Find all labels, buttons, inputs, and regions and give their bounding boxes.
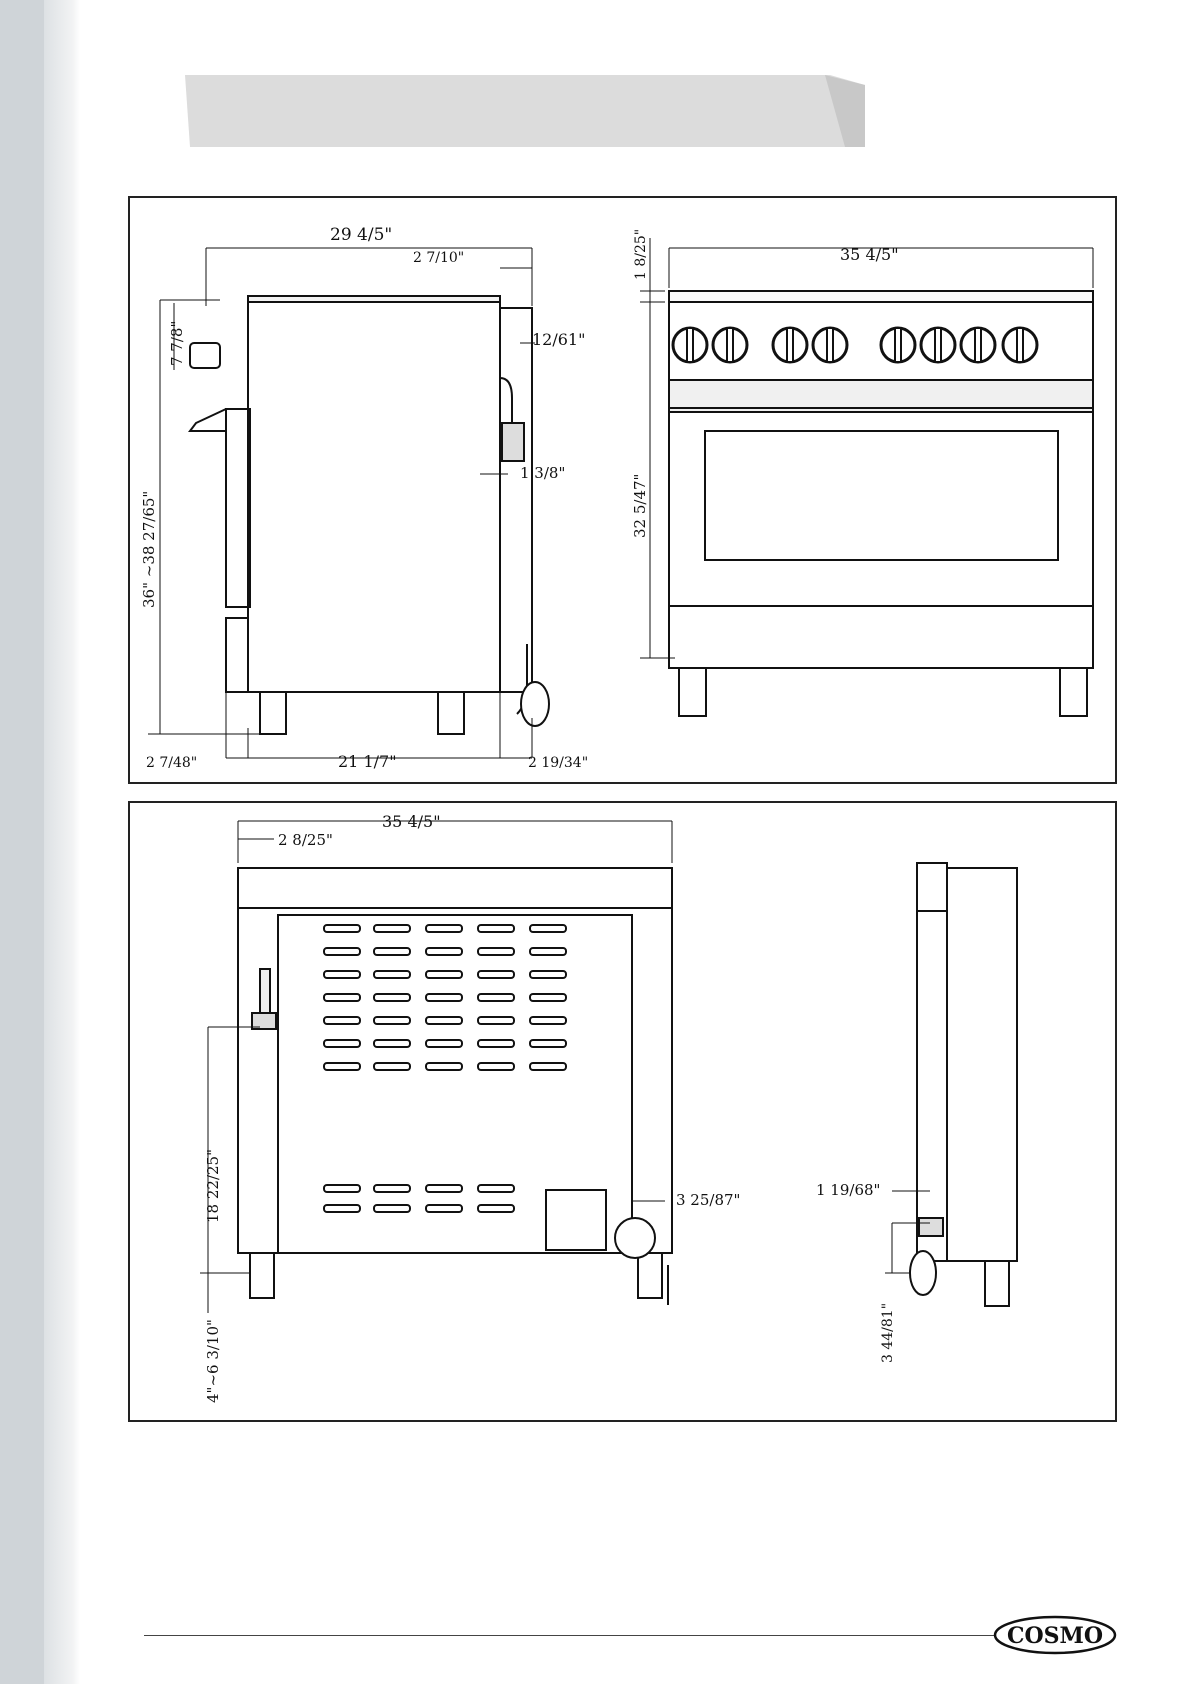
- vent-slot: [426, 1040, 462, 1047]
- vent-slot: [426, 948, 462, 955]
- vent-slot: [324, 1063, 360, 1070]
- svg-text:COSMO: COSMO: [1007, 1623, 1103, 1649]
- vent-slot: [478, 1040, 514, 1047]
- knob-grip: [687, 328, 693, 362]
- dim-rear-width: 35 4/5": [382, 812, 441, 831]
- dim-body-depth: 21 1/7": [338, 752, 397, 771]
- dim-front-width: 35 4/5": [840, 245, 899, 264]
- footer-rule: [144, 1635, 996, 1636]
- vent-slot: [426, 994, 462, 1001]
- side-body-outline: [248, 300, 500, 692]
- vent-slot: [324, 1205, 360, 1212]
- front-knob-group: [673, 328, 1037, 362]
- profile-view: [885, 863, 1017, 1306]
- knob-grip: [895, 328, 901, 362]
- vent-slot: [324, 1185, 360, 1192]
- vent-slot: [530, 1017, 566, 1024]
- knob-grip: [1017, 328, 1023, 362]
- vent-slot: [426, 1063, 462, 1070]
- vent-slot: [478, 1017, 514, 1024]
- dim-front-offset: 2 7/48": [146, 755, 197, 771]
- vent-slot: [530, 948, 566, 955]
- decorative-side-band: [0, 0, 80, 1684]
- dim-plug-gap: 1 19/68": [816, 1181, 880, 1199]
- vent-slot: [374, 1205, 410, 1212]
- dim-gas-offset: 2 8/25": [278, 831, 333, 849]
- vent-slot: [426, 1017, 462, 1024]
- vent-slot: [374, 948, 410, 955]
- knob-grip: [935, 328, 941, 362]
- vent-slot: [324, 994, 360, 1001]
- vent-slot: [478, 925, 514, 932]
- dim-top-height: 1 8/25": [633, 229, 649, 280]
- vent-slot: [426, 971, 462, 978]
- vent-slot: [478, 1063, 514, 1070]
- front-view: [640, 238, 1093, 716]
- vent-slot: [374, 971, 410, 978]
- vent-slot: [324, 1040, 360, 1047]
- cosmo-logo: COSMO: [993, 1615, 1117, 1655]
- vent-slot: [426, 1185, 462, 1192]
- dim-plug-offset: 3 25/87": [676, 1191, 740, 1209]
- rear-panel: [278, 915, 632, 1253]
- rear-vent-group: [324, 925, 566, 1212]
- knob-grip: [787, 328, 793, 362]
- dim-top-offset: 2 7/10": [413, 250, 464, 266]
- vent-slot: [478, 948, 514, 955]
- vent-slot: [478, 994, 514, 1001]
- vent-slot: [530, 971, 566, 978]
- rear-and-profile-view-panel: 35 4/5" 2 8/25" 3 25/87" 18 22/25" 4"~6 …: [128, 801, 1117, 1422]
- rear-leg-left: [250, 1253, 274, 1298]
- dim-knob-height: 7 7/8": [168, 321, 186, 366]
- vent-slot: [374, 1040, 410, 1047]
- front-leg-left: [679, 668, 706, 716]
- dim-rear-offset: 2 19/34": [528, 755, 588, 771]
- vent-slot: [530, 994, 566, 1001]
- vent-slot: [374, 994, 410, 1001]
- dim-plug-height: 3 44/81": [880, 1303, 896, 1363]
- dim-leg-height: 4"~6 3/10": [204, 1319, 222, 1403]
- vent-slot: [324, 971, 360, 978]
- front-oven-window: [705, 431, 1058, 560]
- dim-oven-height: 32 5/47": [631, 474, 649, 538]
- vent-slot: [530, 1040, 566, 1047]
- front-leg-right: [1060, 668, 1087, 716]
- side-and-front-view-panel: 29 4/5" 2 7/10" 12/61" 1 3/8" 2 7/48" 21…: [128, 196, 1117, 784]
- vent-slot: [478, 1185, 514, 1192]
- knob-grip: [975, 328, 981, 362]
- knob-grip: [727, 328, 733, 362]
- dim-overall-depth: 29 4/5": [330, 225, 392, 245]
- vent-slot: [530, 1063, 566, 1070]
- side-leg-front: [260, 692, 286, 734]
- vent-slot: [426, 1205, 462, 1212]
- rear-top-bar: [238, 868, 672, 908]
- side-leg-rear: [438, 692, 464, 734]
- dim-rear-gap: 1 3/8": [520, 464, 565, 482]
- vent-slot: [374, 925, 410, 932]
- vent-slot: [374, 1017, 410, 1024]
- header-bar: [185, 75, 865, 147]
- vent-slot: [374, 1063, 410, 1070]
- vent-slot: [324, 1017, 360, 1024]
- vent-slot: [478, 971, 514, 978]
- vent-slot: [324, 925, 360, 932]
- knob-grip: [827, 328, 833, 362]
- vent-slot: [324, 948, 360, 955]
- vent-slot: [426, 925, 462, 932]
- vent-slot: [530, 925, 566, 932]
- vent-slot: [374, 1185, 410, 1192]
- dim-pipe-offset: 12/61": [532, 330, 585, 349]
- dim-gas-height: 18 22/25": [204, 1149, 222, 1223]
- side-front-drawing: 29 4/5" 2 7/10" 12/61" 1 3/8" 2 7/48" 21…: [130, 198, 1115, 782]
- rear-leg-right: [638, 1253, 662, 1298]
- vent-slot: [478, 1205, 514, 1212]
- side-knob: [190, 343, 220, 368]
- rear-profile-drawing: 35 4/5" 2 8/25" 3 25/87" 18 22/25" 4"~6 …: [130, 803, 1115, 1420]
- dim-total-height: 36" ~38 27/65": [140, 491, 158, 608]
- profile-leg: [985, 1261, 1009, 1306]
